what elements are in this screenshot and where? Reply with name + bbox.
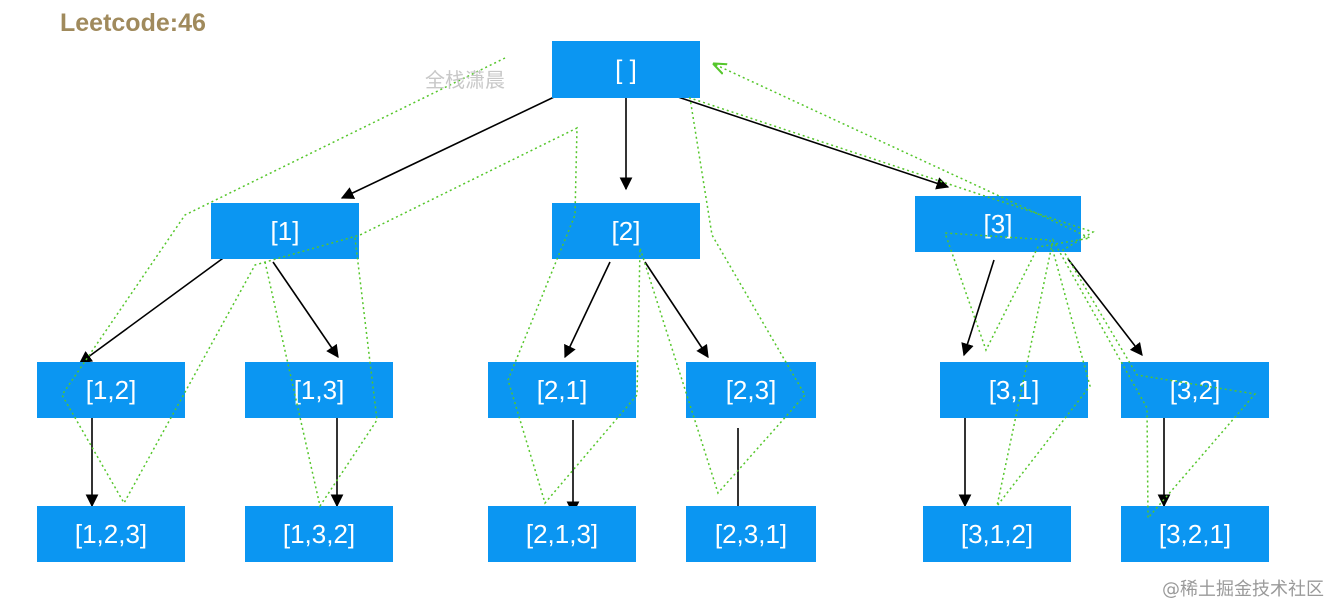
tree-node-box (245, 362, 393, 418)
tree-node-label: [1,3,2] (283, 519, 355, 549)
tree-node-label: [2,3,1] (715, 519, 787, 549)
tree-node-n32: [3,2] (1121, 362, 1269, 418)
tree-node-label: [3,1] (989, 375, 1040, 405)
edge-root-3 (677, 96, 950, 190)
tree-node-n21: [2,1] (488, 362, 636, 418)
tree-node-box (940, 362, 1088, 418)
tree-node-label: [1,2] (86, 375, 137, 405)
tree-node-n213: [2,1,3] (488, 506, 636, 562)
tree-node-label: [2,1,3] (526, 519, 598, 549)
tree-node-box (245, 506, 393, 562)
tree-node-n31: [3,1] (940, 362, 1088, 418)
edge-1-13 (272, 261, 339, 359)
site-watermark: @稀土掘金技术社区 (1162, 579, 1324, 600)
dfs-traversal-trace (61, 57, 1257, 520)
edge-3-31 (961, 259, 995, 357)
tree-node-n3: [3] (915, 196, 1081, 252)
edge-2-21 (564, 261, 611, 359)
tree-node-label: [ ] (615, 55, 637, 85)
author-watermark: 全栈潇晨 (425, 68, 505, 92)
tree-node-box (686, 506, 816, 562)
trace-path-branch-13 (264, 237, 378, 508)
tree-node-n2: [2] (552, 203, 700, 259)
tree-node-root: [ ] (552, 41, 700, 98)
tree-node-box (552, 203, 700, 259)
tree-node-label: [1] (271, 216, 300, 246)
tree-edges (78, 87, 1171, 520)
tree-node-n321: [3,2,1] (1121, 506, 1269, 562)
tree-node-label: [2] (612, 216, 641, 246)
tree-node-box (923, 506, 1071, 562)
edge-3-32 (1067, 258, 1143, 357)
tree-node-box (488, 506, 636, 562)
tree-node-label: [3,2,1] (1159, 519, 1231, 549)
tree-node-n231: [2,3,1] (686, 506, 816, 562)
tree-node-n312: [3,1,2] (923, 506, 1071, 562)
tree-node-label: [1,2,3] (75, 519, 147, 549)
tree-node-box (37, 362, 185, 418)
tree-node-n12: [1,2] (37, 362, 185, 418)
tree-node-box (552, 41, 700, 98)
edge-root-1 (340, 87, 574, 199)
tree-node-label: [3] (984, 209, 1013, 239)
tree-node-label: [3,1,2] (961, 519, 1033, 549)
tree-node-n1: [1] (211, 203, 359, 259)
tree-node-n23: [2,3] (686, 362, 816, 418)
tree-node-n13: [1,3] (245, 362, 393, 418)
tree-node-box (686, 362, 816, 418)
tree-node-box (915, 196, 1081, 252)
tree-nodes: [ ] [1] [2] [3] [1,2] [1,3] [2,1] [2,3] [3,1] [3,… (37, 41, 1269, 562)
tree-node-label: [3,2] (1170, 375, 1221, 405)
tree-node-box (211, 203, 359, 259)
tree-node-box (37, 506, 185, 562)
tree-node-n123: [1,2,3] (37, 506, 185, 562)
page-title: Leetcode:46 (60, 9, 206, 37)
tree-node-box (488, 362, 636, 418)
tree-node-box (1121, 362, 1269, 418)
edge-2-23 (644, 261, 709, 359)
tree-node-box (1121, 506, 1269, 562)
trace-path (61, 57, 1257, 520)
tree-node-n132: [1,3,2] (245, 506, 393, 562)
tree-node-label: [2,3] (726, 375, 777, 405)
tree-node-label: [1,3] (294, 375, 345, 405)
edge-1-12 (78, 255, 227, 364)
tree-node-label: [2,1] (537, 375, 588, 405)
